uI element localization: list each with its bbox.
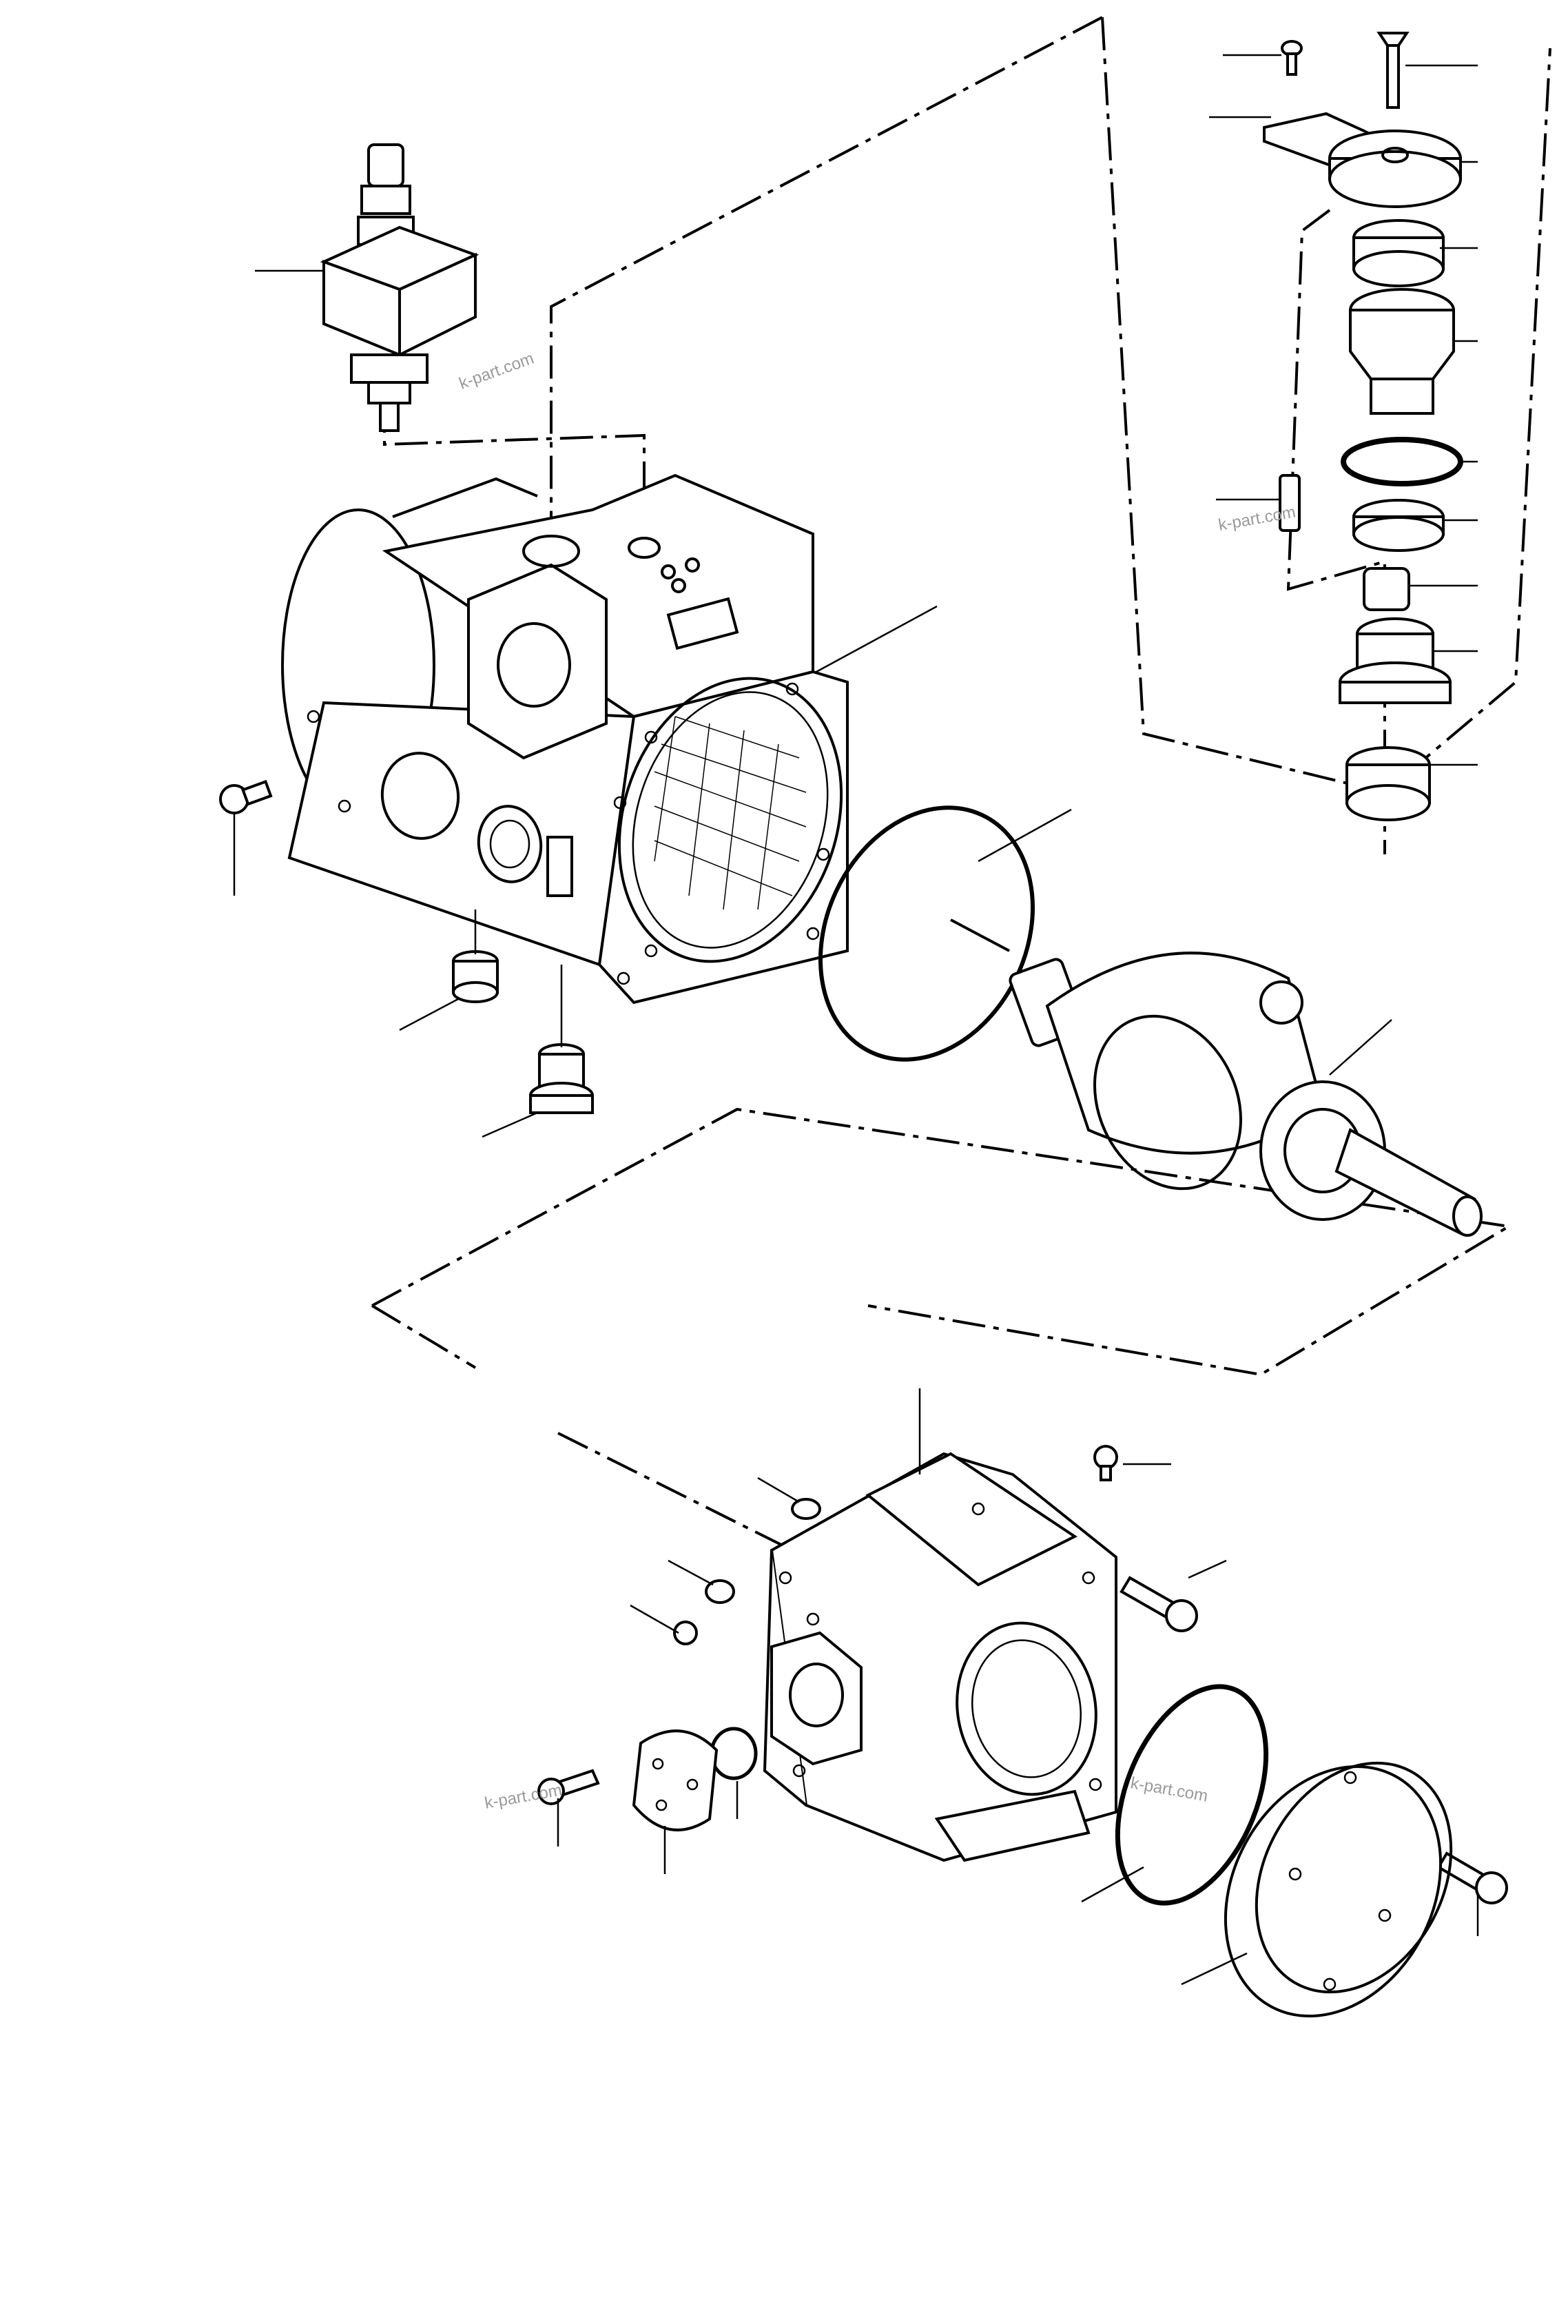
watermark-4: k-part.com [1129,1773,1209,1805]
lower-end-housing [763,1452,1117,1862]
screw-left [219,779,273,814]
rotating-group [950,918,1483,1237]
bore-hatching [654,716,807,910]
plug-screw [673,1621,698,1645]
lower-small-parts [537,1445,1508,1904]
main-pump-housing [281,473,849,1005]
outline-valve-stack [1286,209,1386,854]
outline-lower-plane [371,1107,1513,1377]
control-valve-stack [1263,32,1463,821]
plug-large [529,1043,594,1114]
small-o-ring-1 [791,1498,821,1520]
small-o-ring-2 [705,1579,735,1604]
outline-lower-plane-b [371,1304,477,1369]
o-ring-lower [1115,1684,1269,1906]
plug-small [452,950,499,1003]
leader-lines [233,54,1479,1986]
cover-plate-small [632,1729,719,1831]
outline-housing-upper [550,16,1103,544]
watermark-1: k-part.com [457,349,537,393]
lower-housing-bolt-holes [778,1502,1102,1791]
end-cover [1224,1761,1453,2018]
solenoid-valve [320,143,479,432]
watermark-3: k-part.com [483,1781,563,1813]
housing-bolt-holes [307,682,830,985]
o-ring-medium [710,1727,758,1780]
